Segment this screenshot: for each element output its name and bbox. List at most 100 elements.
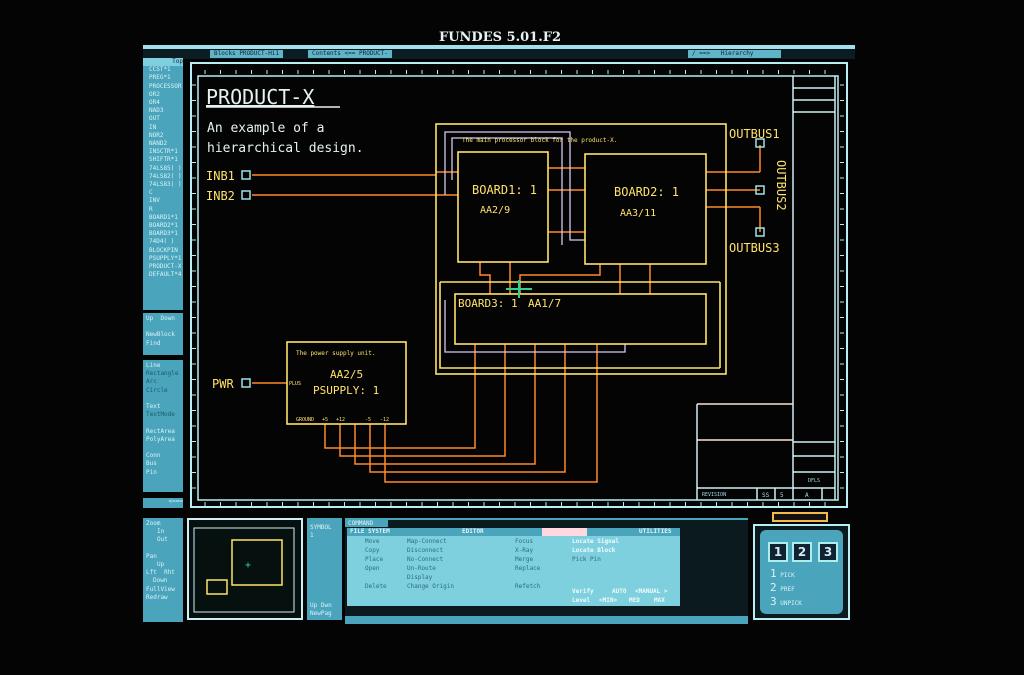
tab-hierarchy[interactable]: / ==> Hierarchy	[688, 50, 781, 58]
arc-tool[interactable]: Arc	[146, 378, 157, 386]
menu-header-highlighted[interactable]	[542, 528, 587, 536]
menu-header-file-system[interactable]: FILE SYSTEM	[350, 528, 390, 535]
library-item[interactable]: OR2	[149, 90, 160, 98]
menu-item[interactable]: Locate Signal	[572, 538, 619, 545]
pan-down-button[interactable]: Down	[153, 577, 168, 585]
menu-item[interactable]: Replace	[515, 565, 541, 572]
library-item[interactable]: IN	[149, 123, 157, 131]
library-item[interactable]: PROCESSOR	[149, 82, 182, 90]
back-button[interactable]: <===	[143, 498, 183, 508]
library-item[interactable]: R	[149, 205, 153, 213]
symbol-value: 1	[310, 532, 314, 540]
menu-header-editor[interactable]: EDITOR	[462, 528, 484, 535]
library-item[interactable]: SHIFTR*1	[149, 156, 178, 164]
menu-item[interactable]: Locate Block	[572, 547, 616, 554]
level-max[interactable]: MAX	[654, 597, 665, 604]
library-item[interactable]: INV	[149, 197, 160, 205]
up-button[interactable]: Up Down	[146, 315, 175, 322]
library-item[interactable]: BOARD1*1	[149, 213, 178, 221]
rectarea-tool[interactable]: RectArea	[146, 427, 175, 435]
circle-tool[interactable]: Circle	[146, 386, 168, 394]
main-block-label: The main processor block for the product…	[462, 137, 617, 144]
newblock-button[interactable]: NewBlock	[146, 331, 175, 339]
board3-name: BOARD3: 1	[458, 297, 518, 310]
pan-left-button[interactable]: Lft	[146, 569, 157, 577]
mouse-key-1[interactable]: 1	[768, 542, 788, 562]
menu-header-utilities[interactable]: UTILITIES	[639, 528, 672, 535]
menu-item[interactable]: Map-Connect	[407, 538, 447, 545]
pin-tool[interactable]: Pin	[146, 468, 157, 476]
rectangle-tool[interactable]: Rectangle	[146, 370, 179, 378]
mouse-key-2[interactable]: 2	[792, 542, 812, 562]
zoom-out-button[interactable]: Out	[157, 536, 168, 544]
library-item[interactable]: 74D4( )	[149, 238, 175, 246]
text-tool[interactable]: Text	[146, 403, 161, 411]
find-button[interactable]: Find	[146, 339, 161, 347]
menu-item[interactable]: Copy	[365, 547, 380, 554]
tab-blocks[interactable]: Blocks PRODUCT-Hi1	[210, 50, 284, 58]
library-item[interactable]: NAND2	[149, 140, 168, 148]
pan-right-button[interactable]: Rht	[164, 569, 175, 577]
menu-item[interactable]: Open	[365, 565, 380, 572]
zoom-label: Zoom	[146, 520, 161, 527]
library-item[interactable]: C	[149, 189, 153, 197]
library-item[interactable]: NOR2	[149, 131, 164, 139]
symbol-up-button[interactable]: Up	[310, 602, 318, 609]
library-item[interactable]: BOARD3*1	[149, 230, 178, 238]
menu-item[interactable]: Pick Pin	[572, 556, 601, 563]
psu-ref: AA2/5	[330, 368, 363, 381]
textmode-tool[interactable]: TextMode	[146, 411, 175, 419]
psu-name: PSUPPLY: 1	[313, 384, 379, 397]
tab-contents[interactable]: Contents <== PRODUCT-	[308, 50, 392, 58]
level-med[interactable]: MED	[629, 597, 640, 604]
menu-item[interactable]: Change Origin	[407, 583, 454, 590]
polyarea-tool[interactable]: PolyArea	[146, 435, 175, 443]
level-min[interactable]: <MIN>	[599, 597, 618, 604]
schematic-canvas[interactable]	[190, 62, 848, 508]
pan-up-button[interactable]: Up	[157, 561, 165, 569]
newpag-button[interactable]: NewPag	[310, 610, 332, 617]
library-item[interactable]: BOARD2*1	[149, 222, 178, 230]
verify-manual[interactable]: <MANUAL >	[635, 588, 668, 595]
menu-item[interactable]: Disconnect	[407, 547, 444, 554]
menu-item[interactable]: Place	[365, 556, 384, 563]
menu-item[interactable]: Refetch	[515, 583, 541, 590]
menu-item[interactable]: Display	[407, 574, 433, 581]
board1-name: BOARD1: 1	[472, 183, 537, 197]
library-item[interactable]: NAD3	[149, 107, 164, 115]
mouse-key-3[interactable]: 3	[818, 542, 838, 562]
library-item[interactable]: INSCTR*1	[149, 148, 178, 156]
verify-auto[interactable]: AUTO	[612, 588, 627, 595]
library-item[interactable]: 74LS82( )	[149, 172, 182, 180]
fullview-button[interactable]: FullView	[146, 585, 175, 593]
bus-tool[interactable]: Bus	[146, 460, 157, 468]
library-item[interactable]: PREG*1	[149, 74, 171, 82]
library-item[interactable]: 74LS83( )	[149, 181, 182, 189]
conn-tool[interactable]: Conn	[146, 452, 161, 460]
library-item[interactable]: CCST*1	[149, 66, 171, 74]
tab-label: Blocks	[214, 50, 236, 57]
library-item[interactable]: PRODUCT-X	[149, 263, 182, 271]
overview-minimap[interactable]: +	[187, 518, 303, 620]
library-header[interactable]: Top	[143, 58, 183, 67]
line-tool[interactable]: Line	[146, 362, 161, 369]
command-input[interactable]	[345, 616, 748, 624]
library-item[interactable]: BLOCKPIN	[149, 246, 178, 254]
menu-item[interactable]: Un-Route	[407, 565, 436, 572]
menu-item[interactable]: Delete	[365, 583, 387, 590]
zoom-in-button[interactable]: In	[157, 528, 165, 536]
library-item[interactable]: PSUPPLY*1	[149, 254, 182, 262]
down-button[interactable]: Down	[160, 315, 175, 322]
symbol-down-button[interactable]: Dwn	[320, 602, 332, 609]
redraw-button[interactable]: Redraw	[146, 593, 168, 601]
library-item[interactable]: DEFAULT*4	[149, 271, 182, 279]
library-item[interactable]: OUT	[149, 115, 160, 123]
menu-item[interactable]: Move	[365, 538, 380, 545]
menu-item[interactable]: Merge	[515, 556, 534, 563]
menu-item[interactable]: X-Ray	[515, 547, 534, 554]
library-item[interactable]: OR4	[149, 99, 160, 107]
menu-item[interactable]: Focus	[515, 538, 534, 545]
library-item[interactable]: 74LS85( )	[149, 164, 182, 172]
menu-item[interactable]: No-Connect	[407, 556, 444, 563]
